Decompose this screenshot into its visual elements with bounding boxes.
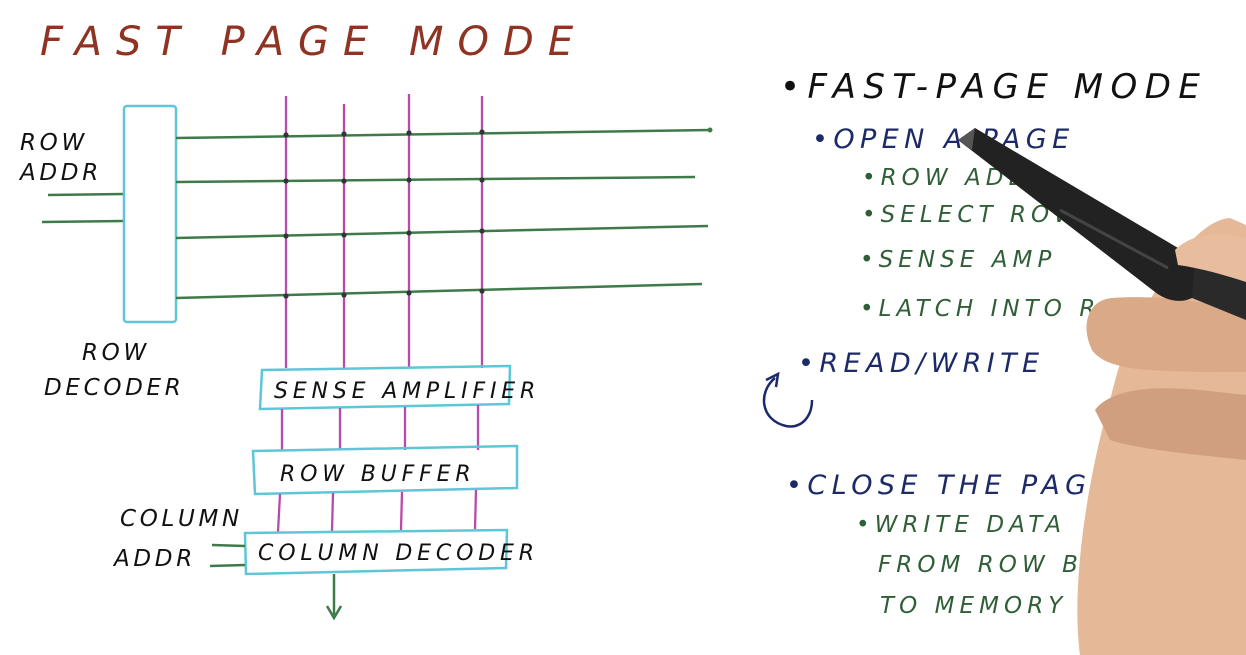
column-addr-label-1: COLUMN <box>120 506 243 532</box>
row-decoder-label-1: ROW <box>82 340 150 366</box>
row-addr-input-line <box>41 219 125 224</box>
word-line <box>175 282 703 300</box>
row-buffer-label: ROW BUFFER <box>280 462 475 487</box>
column-addr-input-line <box>209 563 246 568</box>
notes-close-page: •CLOSE THE PAGE <box>786 470 1114 501</box>
row-addr-label-1: ROW <box>20 130 88 156</box>
column-decoder-box <box>243 528 509 576</box>
notes-open-step: •SELECT ROW <box>862 202 1082 228</box>
bit-line <box>276 493 282 533</box>
hand-with-pen <box>958 128 1246 655</box>
notes-open-page: •OPEN A PAGE <box>812 124 1075 155</box>
page-title: FAST PAGE MODE <box>40 19 587 65</box>
column-addr-input-line <box>211 543 246 548</box>
output-arrow-head <box>325 605 343 621</box>
column-addr-label-2: ADDR <box>112 546 196 572</box>
notes-open-step: •SENSE AMP <box>860 247 1056 273</box>
notes-read-write: •READ/WRITE <box>798 348 1044 379</box>
word-line <box>175 175 696 184</box>
notes-heading: •FAST-PAGE MODE <box>780 67 1207 107</box>
row-addr-label-2: ADDR <box>18 160 102 186</box>
intersection-dots <box>283 129 485 299</box>
loop-arrow-head <box>765 371 780 388</box>
line-end-dot <box>707 127 713 133</box>
sense-amplifier-box <box>258 364 512 411</box>
bit-line <box>473 489 478 530</box>
row-decoder-box <box>122 104 178 324</box>
row-decoder-label-2: DECODER <box>44 375 184 401</box>
notes-close-step: •WRITE DATA <box>856 512 1066 538</box>
word-line <box>175 224 709 240</box>
loop-arrow-icon <box>762 377 814 428</box>
bit-line <box>399 491 404 531</box>
row-buffer-box <box>251 444 519 496</box>
bit-line <box>330 492 335 532</box>
sense-amplifier-label: SENSE AMPLIFIER <box>274 379 540 404</box>
row-addr-input-line <box>47 192 125 197</box>
column-decoder-label: COLUMN DECODER <box>258 541 539 566</box>
notes-close-step: FROM ROW BUF <box>878 552 1123 578</box>
word-line <box>175 128 711 140</box>
